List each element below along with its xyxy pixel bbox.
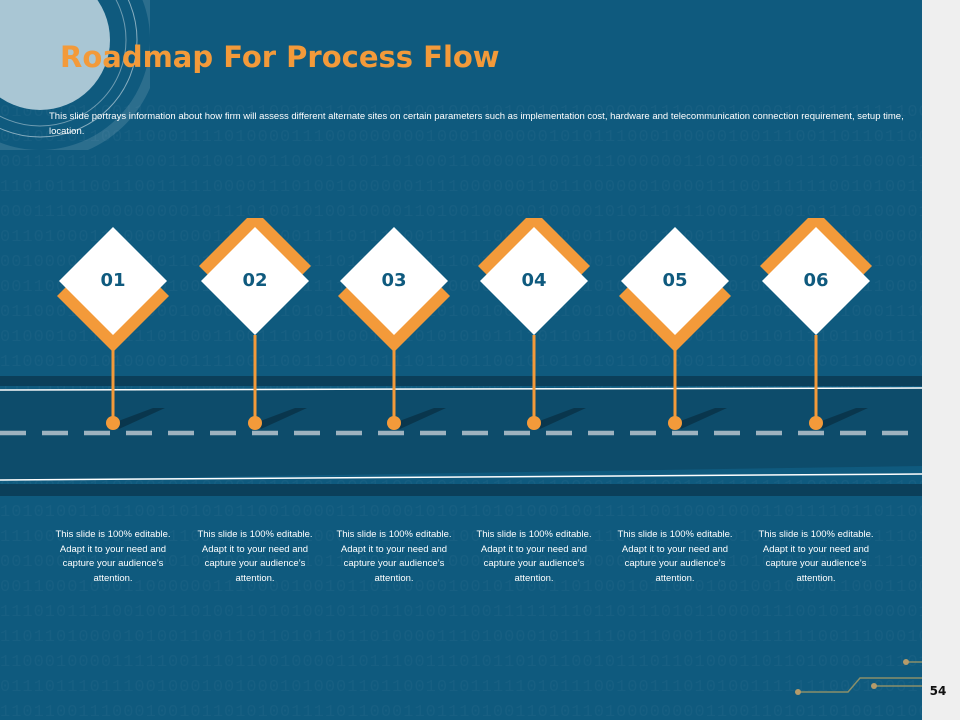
milestone-caption-1: This slide is 100% editable. Adapt it to… [55, 529, 171, 584]
milestone-white-diamond [480, 227, 588, 335]
milestone-5: 05 [615, 218, 735, 433]
milestone-4: 04 [474, 218, 594, 433]
milestone-caption-2: This slide is 100% editable. Adapt it to… [197, 529, 313, 584]
milestone-shadow [113, 408, 165, 429]
arrow-down-icon [108, 319, 118, 328]
milestone-dot [248, 416, 262, 430]
milestone-1: 01 [53, 218, 173, 433]
milestone-caption-4: This slide is 100% editable. Adapt it to… [476, 529, 592, 584]
milestone-white-diamond [621, 227, 729, 335]
milestone-2: 02 [195, 218, 315, 433]
milestone-number: 02 [242, 270, 268, 291]
milestone-marker [478, 218, 590, 430]
milestone-shadow [255, 408, 307, 429]
road-bottom-edge [0, 484, 922, 496]
road-top-edge [0, 376, 922, 386]
milestone-marker [619, 227, 731, 430]
milestone-marker [199, 218, 311, 430]
milestone-dot [387, 416, 401, 430]
road [0, 387, 922, 481]
milestone-caption-6: This slide is 100% editable. Adapt it to… [758, 529, 874, 584]
milestone-white-diamond [59, 227, 167, 335]
arrow-up-icon [250, 234, 260, 243]
milestone-white-diamond [762, 227, 870, 335]
circuit-decoration [795, 659, 922, 695]
milestone-number: 04 [521, 270, 547, 291]
milestone-number: 06 [803, 270, 829, 291]
slide-title: Roadmap For Process Flow [60, 40, 500, 74]
milestone-3: 03 [334, 218, 454, 433]
milestone-shadow [534, 408, 586, 429]
milestone-white-diamond [201, 227, 309, 335]
milestone-number: 01 [100, 270, 126, 291]
slide-description: This slide portrays information about ho… [49, 111, 904, 137]
milestone-shadow [675, 408, 727, 429]
milestone-marker [57, 227, 169, 430]
milestone-dot [527, 416, 541, 430]
arrow-up-icon [811, 234, 821, 243]
milestone-marker [338, 227, 450, 430]
right-side-strip [922, 0, 960, 720]
milestone-white-diamond [340, 227, 448, 335]
milestone-number: 03 [381, 270, 407, 291]
slide-panel: 0100010110011000101000110010011001001001… [0, 0, 922, 720]
milestone-dot [106, 416, 120, 430]
page-number: 54 [929, 684, 947, 698]
milestone-number: 05 [662, 270, 688, 291]
milestone-dot [809, 416, 823, 430]
decorative-circles [0, 0, 150, 150]
milestone-caption-5: This slide is 100% editable. Adapt it to… [617, 529, 733, 584]
arrow-down-icon [670, 319, 680, 328]
arrow-down-icon [389, 319, 399, 328]
milestone-caption-3: This slide is 100% editable. Adapt it to… [336, 529, 452, 584]
milestone-shadow [394, 408, 446, 429]
milestone-6: 06 [756, 218, 876, 433]
arrow-up-icon [529, 234, 539, 243]
milestone-dot [668, 416, 682, 430]
milestone-marker [760, 218, 872, 430]
milestone-shadow [816, 408, 868, 429]
